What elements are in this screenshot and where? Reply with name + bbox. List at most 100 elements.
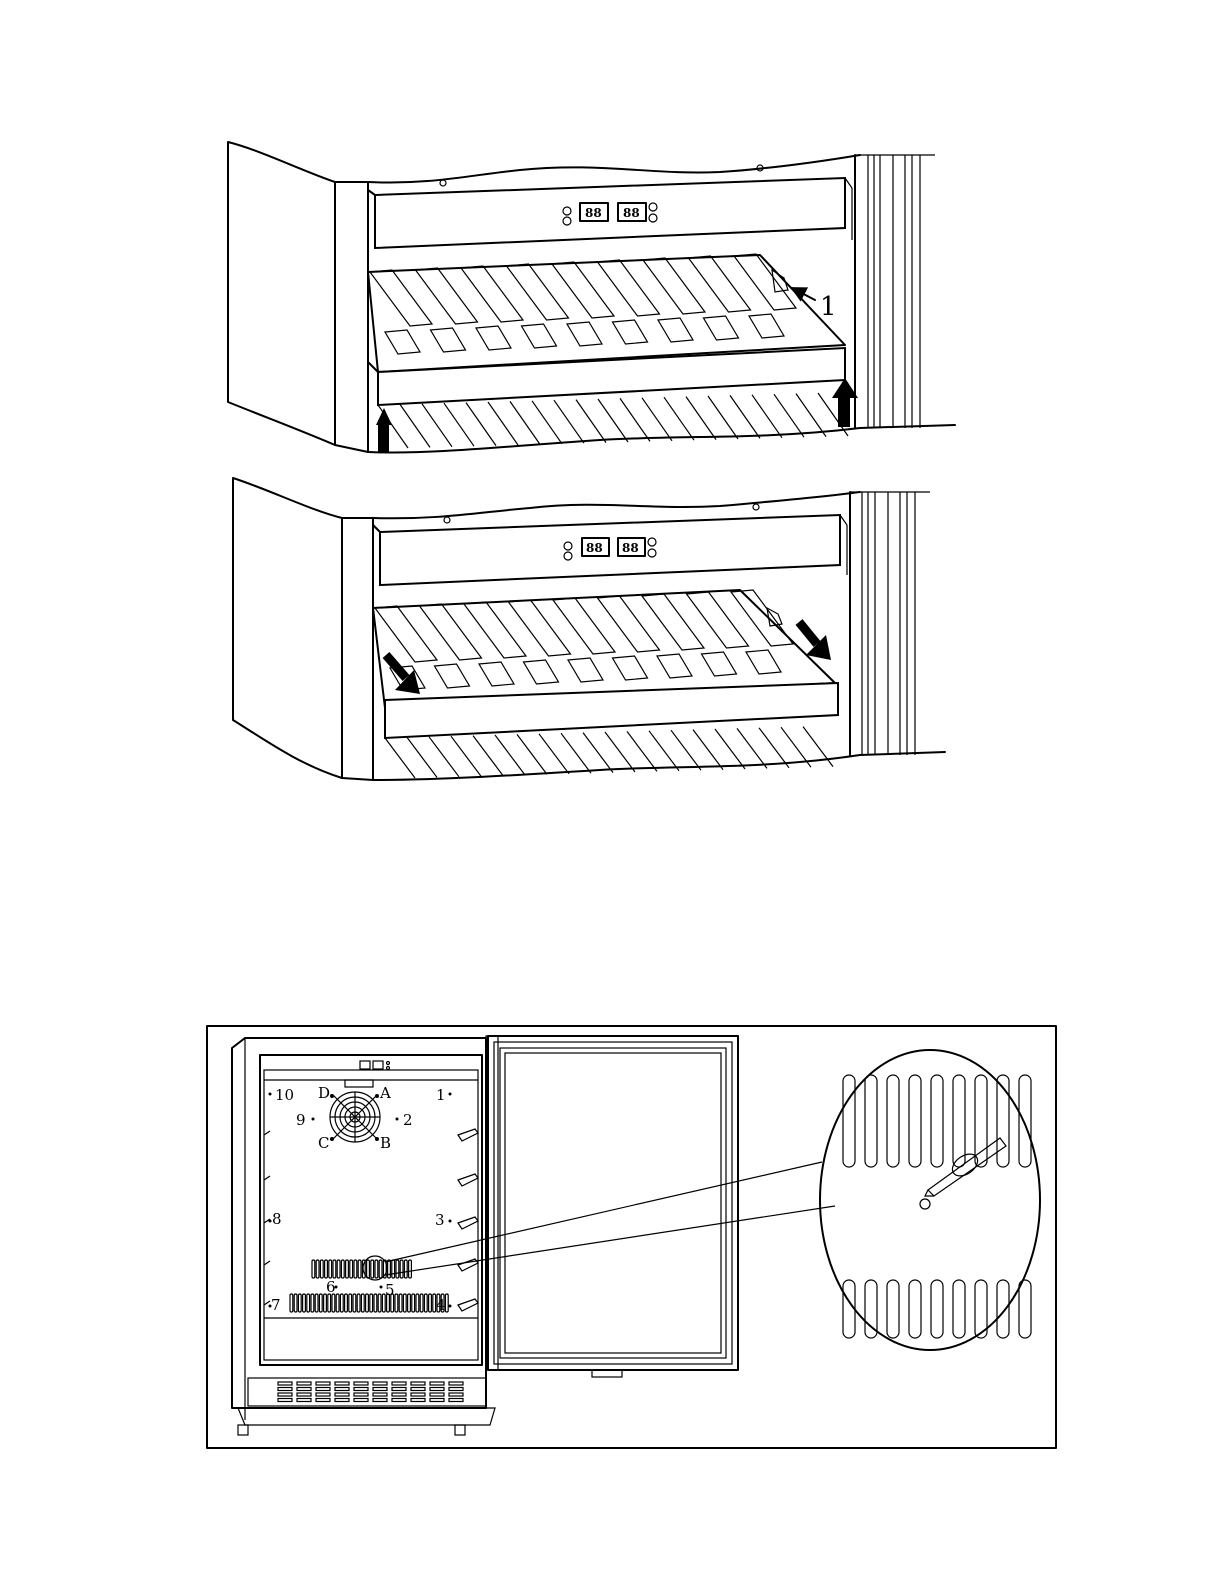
zoom-vent-slot	[931, 1075, 943, 1167]
lower-rack-line	[532, 401, 562, 444]
grille-slot	[430, 1393, 444, 1396]
grille-slot	[430, 1399, 444, 1402]
vent-slot	[388, 1260, 391, 1278]
grille-slot	[354, 1382, 368, 1385]
vent-slot	[303, 1294, 306, 1312]
shelf-rail	[458, 1217, 478, 1229]
down-right-arrow-right-icon	[799, 622, 831, 660]
point-label-9: 9	[296, 1111, 306, 1129]
vent-slot	[329, 1260, 332, 1278]
grille-slot	[316, 1388, 330, 1391]
grille-slot	[392, 1393, 406, 1396]
vent-slot	[420, 1294, 423, 1312]
lower-rack-line	[451, 736, 481, 776]
lower-rack-line	[598, 399, 628, 442]
zoom-vent-slot	[843, 1075, 855, 1167]
shelf-install-figure-bottom: 88 88	[233, 478, 945, 780]
lower-rack-line	[737, 728, 767, 768]
grille-slot	[373, 1388, 387, 1391]
vent-slot	[371, 1260, 374, 1278]
grille-slot	[430, 1382, 444, 1385]
display-right-text-2: 88	[622, 541, 639, 555]
vent-slot	[311, 1294, 314, 1312]
grille-slot	[278, 1388, 292, 1391]
vent-slot	[375, 1260, 378, 1278]
grille-slot	[449, 1388, 463, 1391]
vent-slot	[312, 1260, 315, 1278]
grille-slot	[449, 1382, 463, 1385]
shelf-rail	[264, 1176, 270, 1180]
display-left-text: 88	[585, 206, 602, 220]
point-label-6: 6	[326, 1278, 336, 1296]
grille-slot	[316, 1382, 330, 1385]
vent-slot	[412, 1294, 415, 1312]
vent-slot	[307, 1294, 310, 1312]
wine-rack-slot	[524, 660, 559, 684]
cabinet-figure: A B C D 1 2 3 4 5 6 7 8 9 10	[207, 1026, 1056, 1448]
lower-rack-line	[561, 733, 591, 773]
callout-label-1: 1	[820, 292, 837, 322]
vent-slot	[404, 1260, 407, 1278]
shelf-rail	[458, 1174, 478, 1186]
lower-rack-line	[466, 403, 496, 446]
point-label-10: 10	[275, 1086, 294, 1104]
zoom-vent-slot	[997, 1280, 1009, 1338]
grille-slot	[392, 1388, 406, 1391]
fan-icon	[330, 1092, 380, 1142]
up-arrow-left-icon	[376, 408, 392, 452]
lower-rack-line	[407, 737, 437, 777]
zoom-vent-slot	[953, 1075, 965, 1167]
shelf-rail	[264, 1301, 270, 1305]
vent-slot	[337, 1260, 340, 1278]
vent-slot	[429, 1294, 432, 1312]
vent-slot	[370, 1294, 373, 1312]
vent-slot	[433, 1294, 436, 1312]
vent-slot	[315, 1294, 318, 1312]
point-label-1: 1	[436, 1086, 446, 1104]
wine-rack-slot	[704, 316, 739, 340]
wine-rack-slot	[642, 594, 704, 650]
point-label-3: 3	[435, 1211, 445, 1229]
wine-rack-slot	[464, 602, 526, 658]
vent-slot	[403, 1294, 406, 1312]
zoom-detail	[820, 1050, 1040, 1350]
grille-slot	[354, 1399, 368, 1402]
grille-slot	[373, 1382, 387, 1385]
lower-rack-line	[539, 734, 569, 774]
vent-slot	[346, 1260, 349, 1278]
lower-rack-line	[642, 398, 672, 441]
lower-rack-line	[664, 397, 694, 440]
down-right-arrow-left-icon	[386, 655, 420, 694]
grille-slot	[430, 1388, 444, 1391]
vent-slot	[341, 1260, 344, 1278]
grille-slot	[373, 1393, 387, 1396]
grille-slot	[354, 1393, 368, 1396]
point-label-8: 8	[272, 1210, 282, 1228]
grille-slot	[449, 1399, 463, 1402]
fan-label-a: A	[379, 1084, 391, 1102]
grille-slot	[278, 1393, 292, 1396]
lower-rack-line	[488, 402, 518, 445]
vent-slot	[349, 1294, 352, 1312]
vent-slot	[424, 1294, 427, 1312]
wine-rack-slot	[731, 590, 793, 646]
wine-rack-slot	[687, 592, 749, 648]
shelf-rail	[458, 1299, 478, 1311]
vent-slot	[379, 1260, 382, 1278]
zoom-vent-slot	[887, 1280, 899, 1338]
lower-rack-line	[400, 404, 430, 447]
vent-slot	[392, 1260, 395, 1278]
grille-slot	[297, 1399, 311, 1402]
fan-label-c: C	[318, 1134, 329, 1152]
vent-slot	[399, 1294, 402, 1312]
wine-rack-slot	[613, 320, 648, 344]
wine-rack-slot	[461, 266, 523, 322]
vent-slot	[409, 1260, 412, 1278]
wine-rack-slot	[370, 270, 432, 326]
shelf-rail	[264, 1131, 270, 1135]
lower-rack-line	[759, 728, 789, 768]
grille-slot	[392, 1399, 406, 1402]
lower-rack-line	[627, 731, 657, 771]
lower-rack-line	[774, 394, 804, 437]
vent-slot	[319, 1294, 322, 1312]
